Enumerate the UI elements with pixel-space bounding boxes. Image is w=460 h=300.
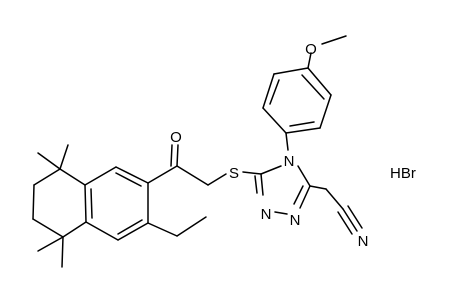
saturated-ring xyxy=(32,144,87,268)
methoxy-oxygen-label: O xyxy=(305,41,317,58)
phenyl-ring xyxy=(262,67,332,151)
carbonyl-oxygen-label: O xyxy=(170,129,182,146)
cyanomethyl-bonds xyxy=(309,185,363,235)
nitrile-nitrogen-label: N xyxy=(358,233,369,250)
triazole-ring xyxy=(254,165,311,215)
methoxy-bonds xyxy=(307,35,347,69)
ethyl-bonds xyxy=(147,216,207,237)
hydrobromide-label: HBr xyxy=(390,165,416,182)
triazole-n2-label: N xyxy=(290,212,301,229)
triazole-n4-label: N xyxy=(284,153,295,170)
ketone-bonds xyxy=(147,144,179,184)
sulfur-label: S xyxy=(229,165,239,182)
aromatic-ring xyxy=(84,166,149,241)
triazole-n1-label: N xyxy=(261,206,272,223)
thioether-bonds xyxy=(176,165,262,186)
